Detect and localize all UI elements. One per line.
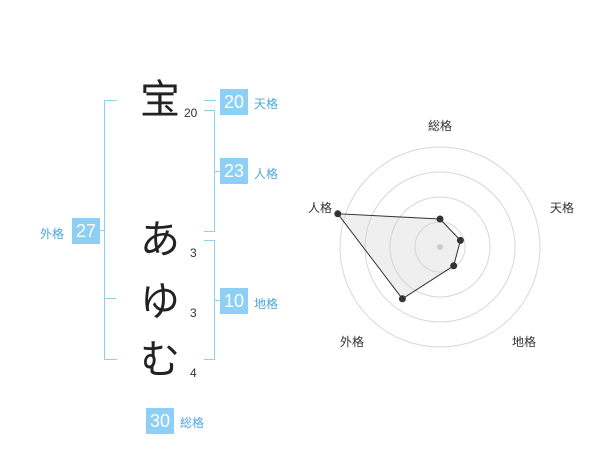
gaikaku-value: 27 xyxy=(72,218,100,244)
radar-axis-label-4: 外格 xyxy=(340,334,364,349)
gaikaku-bracket-connector xyxy=(98,230,104,231)
radar-axis-label-1: 総格 xyxy=(428,118,452,133)
gaikaku-bracket-mid xyxy=(104,298,116,299)
chikaku-bracket-connector xyxy=(214,300,220,301)
radar-ring-3 xyxy=(364,171,516,323)
radar-point-3 xyxy=(450,262,458,270)
name-char-3: ゆ xyxy=(140,279,180,325)
stroke-count-3: 3 xyxy=(190,306,197,320)
chikaku-value: 10 xyxy=(220,288,248,314)
radar-center xyxy=(437,244,443,250)
name-char-2: あ xyxy=(140,217,180,263)
jinkaku-value: 23 xyxy=(220,158,248,184)
name-char-4: む xyxy=(140,337,180,383)
soukaku-value: 30 xyxy=(146,408,174,434)
radar-axis-label-5: 人格 xyxy=(308,200,332,215)
radar-axis-label-2: 天格 xyxy=(550,200,574,215)
tenkaku-label: 天格 xyxy=(254,97,279,111)
gaikaku-bracket xyxy=(104,100,117,360)
soukaku-label: 総格 xyxy=(180,416,205,430)
radar-point-1 xyxy=(436,215,444,223)
name-char-1: 宝 xyxy=(140,77,180,123)
radar-point-5 xyxy=(334,210,342,218)
jinkaku-label: 人格 xyxy=(254,167,279,181)
stroke-count-2: 3 xyxy=(190,246,197,260)
radar-axis-label-3: 地格 xyxy=(512,334,536,349)
gaikaku-label: 外格 xyxy=(40,227,65,241)
stroke-count-4: 4 xyxy=(190,366,197,380)
tenkaku-value: 20 xyxy=(220,89,248,115)
tenkaku-bracket xyxy=(204,100,216,101)
radar-ring-4 xyxy=(339,146,541,348)
radar-ring-2 xyxy=(389,196,491,298)
radar-point-2 xyxy=(456,236,464,244)
chikaku-label: 地格 xyxy=(254,297,279,311)
jinkaku-bracket-connector xyxy=(214,171,220,172)
radar-point-4 xyxy=(398,295,406,303)
stroke-count-1: 20 xyxy=(184,106,198,120)
radar-area xyxy=(336,213,462,300)
